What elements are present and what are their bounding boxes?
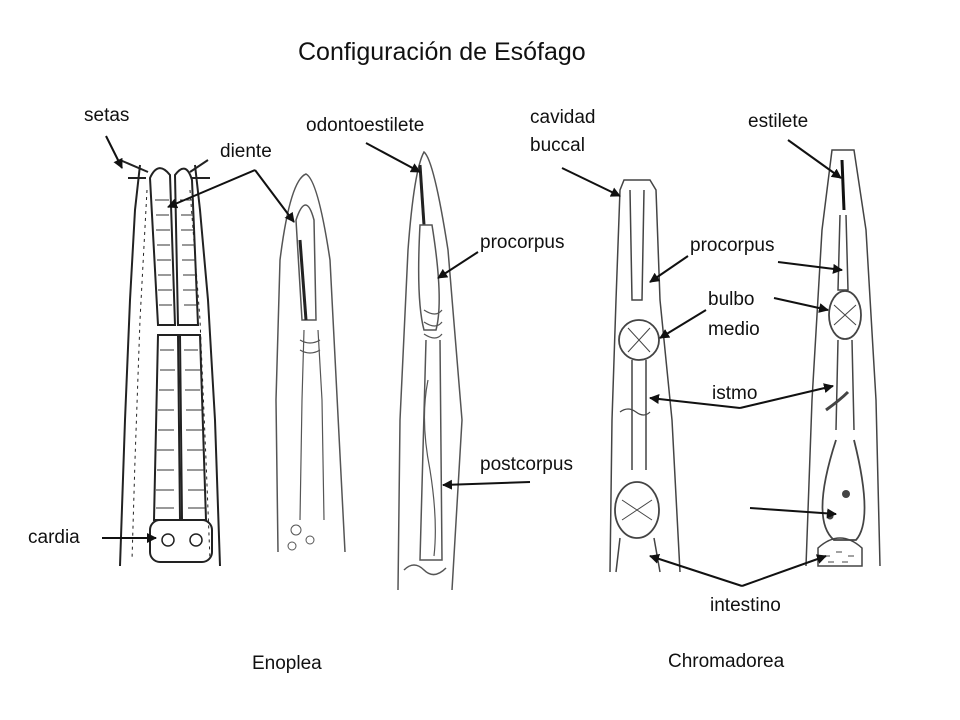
arrow-diente-2 <box>254 169 295 223</box>
arrow-bulbo <box>659 309 707 339</box>
label-postcorpus: postcorpus <box>480 454 573 475</box>
label-buccal: buccal <box>530 135 585 156</box>
arrow-setas <box>105 135 123 169</box>
arrow-istmo-2 <box>739 383 834 409</box>
label-procorpus-left: procorpus <box>480 232 565 253</box>
arrow-procorpus-right <box>777 261 843 274</box>
specimen-2-body <box>275 173 346 553</box>
arrow-procorpus-right-2 <box>649 255 689 283</box>
label-diente: diente <box>220 141 272 162</box>
label-estilete: estilete <box>748 111 809 132</box>
pointer-arrows <box>102 135 843 587</box>
arrow-odontoestilete <box>365 142 421 173</box>
arrow-postcorpus <box>442 479 531 490</box>
arrow-diente-1 <box>167 169 256 209</box>
arrow-estilete <box>787 139 842 179</box>
group-label-enoplea: Enoplea <box>252 653 322 674</box>
label-istmo: istmo <box>712 383 758 404</box>
arrow-cavidad <box>561 167 621 197</box>
arrow-bulbo-2 <box>773 297 829 313</box>
group-label-chromadorea: Chromadorea <box>668 651 785 672</box>
arrow-intestino-2 <box>741 554 827 587</box>
specimen-4-body <box>609 179 681 573</box>
label-medio: medio <box>708 319 760 340</box>
label-cardia: cardia <box>28 527 80 548</box>
specimen-5-body <box>805 149 881 567</box>
arrow-procorpus-left <box>437 251 479 279</box>
arrow-istmo-1 <box>649 394 741 409</box>
arrow-extra <box>749 507 837 519</box>
label-procorpus-right: procorpus <box>690 235 775 256</box>
diagram-title: Configuración de Esófago <box>298 38 586 66</box>
arrow-intestino-1 <box>649 554 743 587</box>
label-odontoestilete: odontoestilete <box>306 115 425 136</box>
label-setas: setas <box>84 105 130 126</box>
label-bulbo: bulbo <box>708 289 755 310</box>
label-cavidad: cavidad <box>530 107 596 128</box>
label-intestino: intestino <box>710 595 781 616</box>
specimen-1-body <box>119 159 221 567</box>
specimen-1-striations <box>155 199 205 509</box>
specimen-3-body <box>397 150 463 591</box>
